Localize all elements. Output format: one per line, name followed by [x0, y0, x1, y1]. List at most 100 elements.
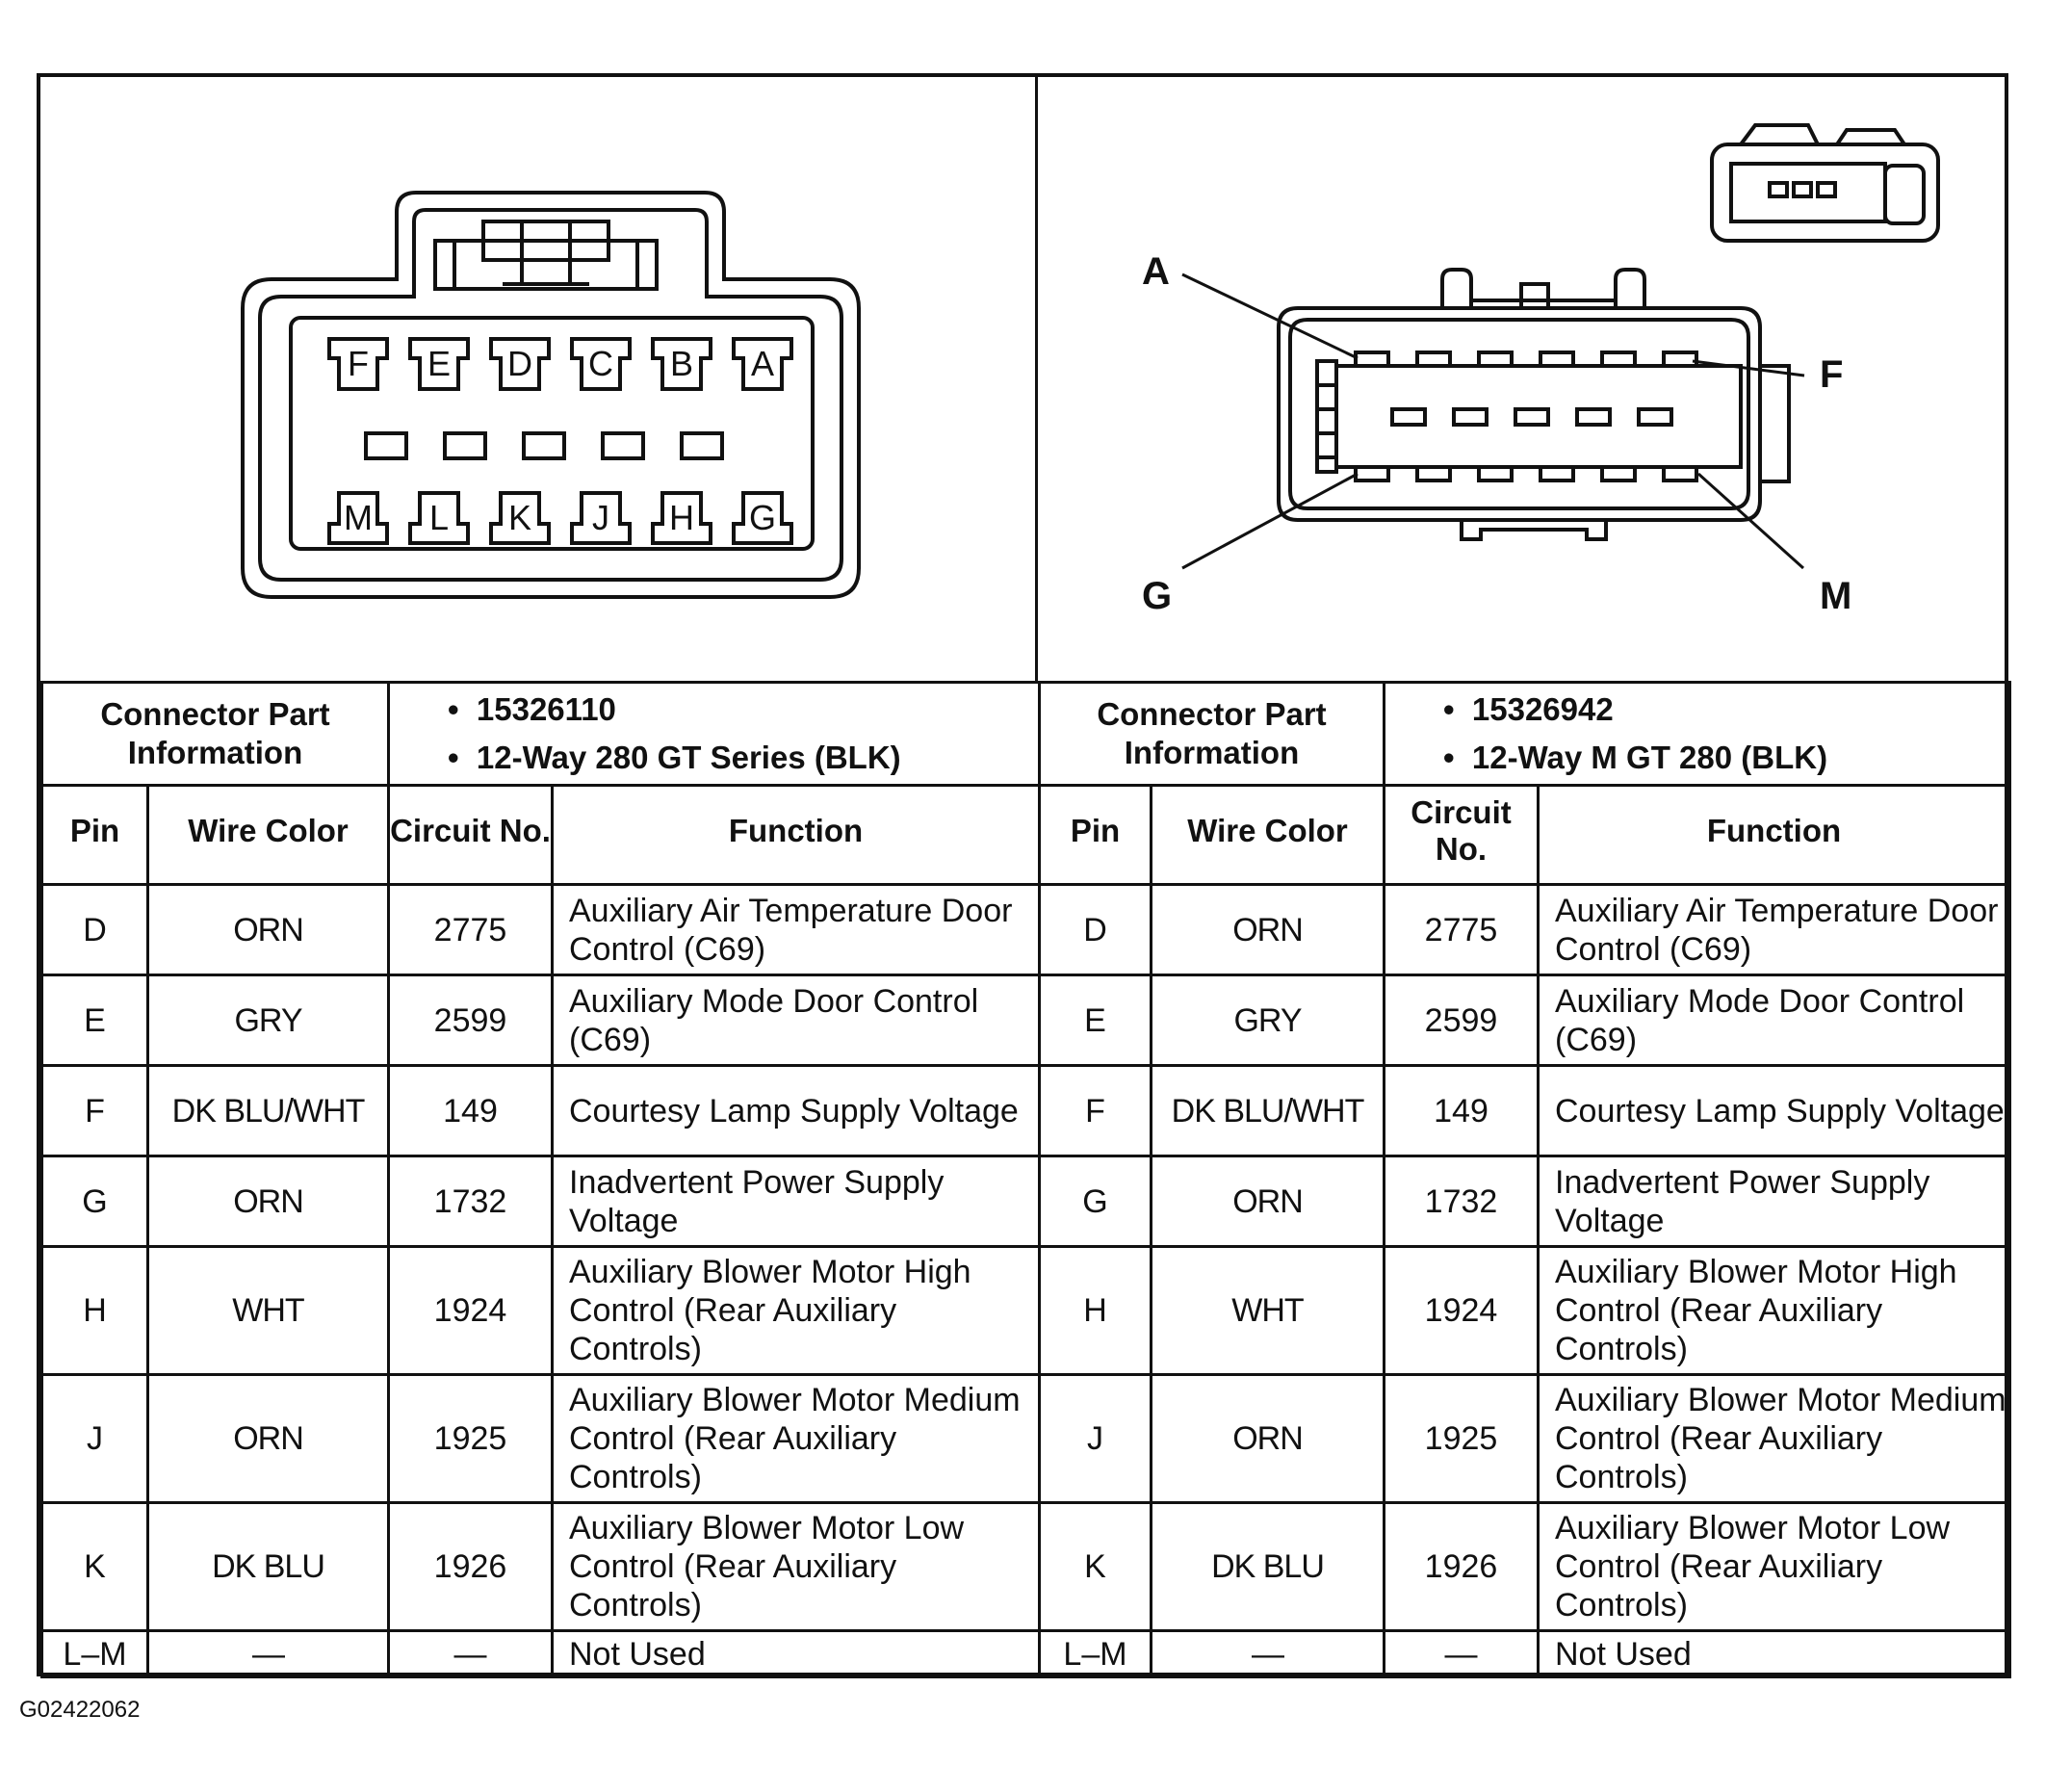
inset-connector-image	[1710, 143, 1940, 243]
pin-cavity	[408, 337, 470, 391]
pin-cell: K	[1038, 1501, 1152, 1632]
pin-row: L–M——Not Used	[40, 1629, 1041, 1678]
pin-letter: G	[749, 498, 776, 537]
pin-letter: L	[429, 498, 449, 537]
circuit-cell: —	[1383, 1629, 1540, 1678]
wire-color-cell: DK BLU/WHT	[146, 1064, 390, 1157]
leader-f	[1692, 359, 1805, 377]
pin-letter: F	[348, 344, 369, 383]
callout-m-label: M	[1820, 575, 1851, 617]
pin-cavity	[408, 491, 470, 545]
pin-cell: H	[1038, 1245, 1152, 1376]
wire-color-cell: ORN	[1150, 883, 1385, 976]
pin-cavity	[327, 491, 389, 545]
circuit-cell: 2599	[387, 974, 554, 1067]
wire-color-cell: WHT	[146, 1245, 390, 1376]
function-header: Function	[1537, 784, 2011, 886]
part-description: 12-Way 280 GT Series (BLK)	[448, 734, 1038, 782]
circuit-cell: —	[387, 1629, 554, 1678]
pin-cell: L–M	[40, 1629, 149, 1678]
right-pinout-table: Connector Part Information 15326942 12-W…	[1038, 681, 2011, 1678]
pin-cell: G	[40, 1155, 149, 1248]
connector-part-info-label: Connector Part Information	[1038, 681, 1385, 787]
part-description: 12-Way M GT 280 (BLK)	[1443, 734, 2008, 782]
function-cell: Auxiliary Air Temperature Door Control (…	[551, 883, 1041, 976]
pin-cavity	[732, 491, 793, 545]
circuit-no-header: Circuit No.	[1383, 784, 1540, 886]
circuit-cell: 1926	[387, 1501, 554, 1632]
pin-cell: K	[40, 1501, 149, 1632]
function-cell: Auxiliary Mode Door Control (C69)	[1537, 974, 2011, 1067]
callout-f-label: F	[1820, 353, 1843, 396]
wire-color-cell: ORN	[1150, 1155, 1385, 1248]
callout-a-label: A	[1142, 250, 1170, 293]
function-cell: Courtesy Lamp Supply Voltage	[551, 1064, 1041, 1157]
wire-color-cell: ORN	[1150, 1373, 1385, 1504]
function-cell: Inadvertent Power Supply Voltage	[1537, 1155, 2011, 1248]
circuit-cell: 2775	[1383, 883, 1540, 976]
right-connector-panel: A F G M	[1038, 77, 2008, 681]
circuit-cell: 1732	[387, 1155, 554, 1248]
function-cell: Auxiliary Blower Motor High Control (Rea…	[1537, 1245, 2011, 1376]
function-header: Function	[551, 784, 1041, 886]
circuit-cell: 1926	[1383, 1501, 1540, 1632]
wire-color-cell: GRY	[146, 974, 390, 1067]
function-cell: Auxiliary Blower Motor Low Control (Rear…	[1537, 1501, 2011, 1632]
pin-row: L–M——Not Used	[1038, 1629, 2011, 1678]
function-cell: Not Used	[551, 1629, 1041, 1678]
pin-cavity	[651, 491, 712, 545]
wire-color-cell: GRY	[1150, 974, 1385, 1067]
function-cell: Auxiliary Mode Door Control (C69)	[551, 974, 1041, 1067]
pin-letter: A	[751, 344, 774, 383]
function-cell: Auxiliary Blower Motor Medium Control (R…	[551, 1373, 1041, 1504]
leader-g	[1181, 472, 1359, 570]
pin-header: Pin	[40, 784, 149, 886]
function-cell: Courtesy Lamp Supply Voltage	[1537, 1064, 2011, 1157]
pin-cell: F	[1038, 1064, 1152, 1157]
pin-cell: J	[1038, 1373, 1152, 1504]
connector-part-info-values: 15326110 12-Way 280 GT Series (BLK)	[387, 681, 1041, 787]
pin-cavity	[327, 337, 389, 391]
wire-color-cell: ORN	[146, 1373, 390, 1504]
pin-cell: G	[1038, 1155, 1152, 1248]
figure-code: G02422062	[19, 1697, 141, 1723]
function-cell: Auxiliary Blower Motor Medium Control (R…	[1537, 1373, 2011, 1504]
pin-letter: B	[670, 344, 693, 383]
pin-cell: F	[40, 1064, 149, 1157]
wire-color-cell: DK BLU	[146, 1501, 390, 1632]
wire-color-cell: DK BLU/WHT	[1150, 1064, 1385, 1157]
connector-part-info-values: 15326942 12-Way M GT 280 (BLK)	[1383, 681, 2011, 787]
pin-cavity	[732, 337, 793, 391]
pin-cell: E	[40, 974, 149, 1067]
pin-cell: L–M	[1038, 1629, 1152, 1678]
pin-cavity	[570, 491, 632, 545]
function-cell: Not Used	[1537, 1629, 2011, 1678]
wire-color-cell: —	[146, 1629, 390, 1678]
wire-color-cell: ORN	[146, 1155, 390, 1248]
circuit-cell: 149	[387, 1064, 554, 1157]
pin-letter: H	[669, 498, 694, 537]
circuit-cell: 2599	[1383, 974, 1540, 1067]
circuit-cell: 149	[1383, 1064, 1540, 1157]
function-cell: Inadvertent Power Supply Voltage	[551, 1155, 1041, 1248]
pin-letter: D	[507, 344, 532, 383]
pin-cell: H	[40, 1245, 149, 1376]
wire-color-header: Wire Color	[1150, 784, 1385, 886]
pin-cavity	[651, 337, 712, 391]
left-pinout-table: Connector Part Information 15326110 12-W…	[40, 681, 1041, 1678]
pin-cavity	[489, 491, 551, 545]
circuit-cell: 1732	[1383, 1155, 1540, 1248]
callout-g-label: G	[1142, 575, 1172, 617]
